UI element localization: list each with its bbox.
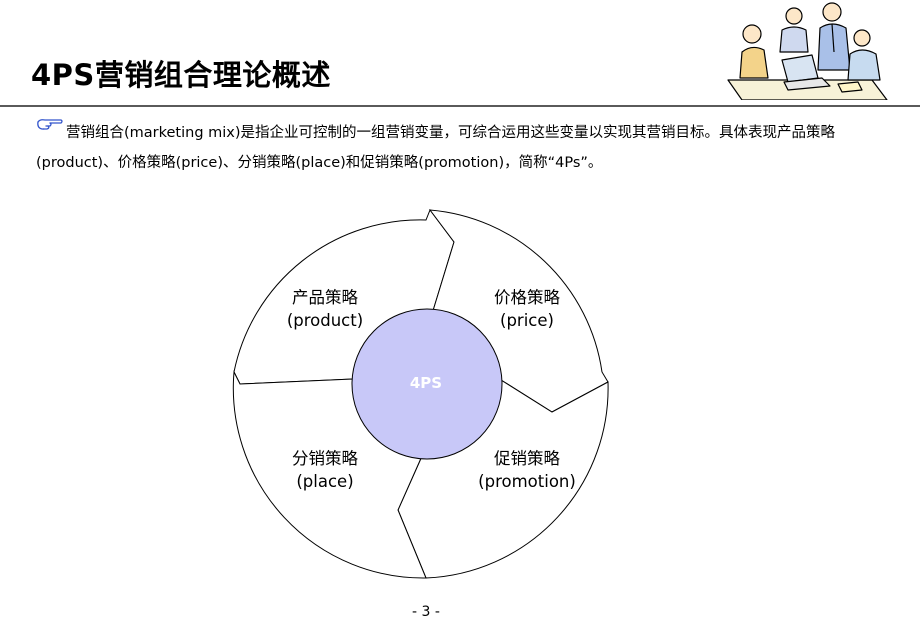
label-price: 价格策略 (price)	[474, 286, 580, 332]
label-product-cn: 产品策略	[292, 288, 358, 307]
intro-paragraph: 营销组合(marketing mix)是指企业可控制的一组营销变量，可综合运用这…	[36, 125, 836, 171]
page-number: - 3 -	[412, 604, 440, 620]
label-place-en: (place)	[296, 472, 354, 491]
label-price-cn: 价格策略	[494, 288, 560, 307]
core-label: 4PS	[409, 374, 443, 392]
pointing-hand-icon	[37, 119, 63, 130]
label-product: 产品策略 (product)	[272, 286, 378, 332]
label-promotion-en: (promotion)	[478, 472, 576, 491]
page-title: 4PS营销组合理论概述	[31, 58, 331, 92]
label-place-cn: 分销策略	[292, 449, 358, 468]
label-promotion-cn: 促销策略	[494, 449, 560, 468]
four-ps-cycle-diagram	[232, 208, 609, 579]
label-product-en: (product)	[286, 311, 364, 330]
header-divider	[0, 105, 920, 107]
label-place: 分销策略 (place)	[272, 447, 378, 493]
label-price-en: (price)	[500, 311, 554, 330]
business-team-clipart	[727, 2, 888, 100]
core-circle	[351, 308, 503, 460]
label-promotion: 促销策略 (promotion)	[468, 447, 586, 493]
